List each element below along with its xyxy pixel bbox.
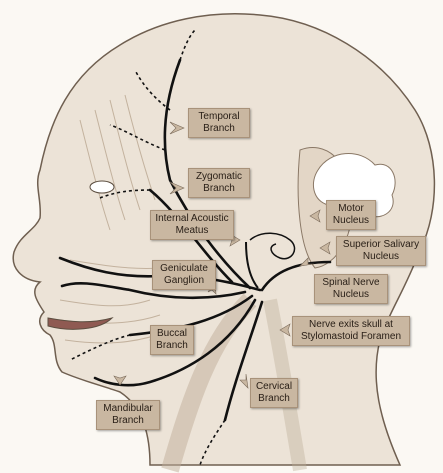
geniculate-line1: Geniculate — [157, 263, 211, 275]
geniculate-line2: Ganglion — [157, 275, 211, 287]
motor-line1: Motor — [331, 203, 371, 215]
temporal-branch-label: Temporal Branch — [188, 108, 250, 138]
motor-line2: Nucleus — [331, 215, 371, 227]
temporal-line2: Branch — [193, 123, 245, 135]
internal-acoustic-line2: Meatus — [155, 225, 229, 237]
cervical-line2: Branch — [255, 393, 293, 405]
internal-acoustic-meatus-label: Internal Acoustic Meatus — [150, 210, 234, 240]
geniculate-ganglion-label: Geniculate Ganglion — [152, 260, 216, 290]
mandibular-line1: Mandibular — [101, 403, 155, 415]
cervical-branch-label: Cervical Branch — [250, 378, 298, 408]
zygomatic-line2: Branch — [193, 183, 245, 195]
internal-acoustic-line1: Internal Acoustic — [155, 213, 229, 225]
stylomastoid-line1: Nerve exits skull at — [297, 319, 405, 331]
mandibular-branch-label: Mandibular Branch — [96, 400, 160, 430]
superior-salivary-line2: Nucleus — [341, 251, 421, 263]
eye-shape — [90, 181, 114, 193]
buccal-line2: Branch — [155, 340, 189, 352]
motor-nucleus-label: Motor Nucleus — [326, 200, 376, 230]
spinal-line2: Nucleus — [319, 289, 383, 301]
buccal-line1: Buccal — [155, 328, 189, 340]
zygomatic-line1: Zygomatic — [193, 171, 245, 183]
stylomastoid-line2: Stylomastoid Foramen — [297, 331, 405, 343]
buccal-branch-label: Buccal Branch — [150, 325, 194, 355]
cervical-line1: Cervical — [255, 381, 293, 393]
zygomatic-branch-label: Zygomatic Branch — [188, 168, 250, 198]
spinal-line1: Spinal Nerve — [319, 277, 383, 289]
superior-salivary-nucleus-label: Superior Salivary Nucleus — [336, 236, 426, 266]
superior-salivary-line1: Superior Salivary — [341, 239, 421, 251]
temporal-line1: Temporal — [193, 111, 245, 123]
stylomastoid-foramen-label: Nerve exits skull at Stylomastoid Forame… — [292, 316, 410, 346]
mandibular-line2: Branch — [101, 415, 155, 427]
spinal-nerve-nucleus-label: Spinal Nerve Nucleus — [314, 274, 388, 304]
